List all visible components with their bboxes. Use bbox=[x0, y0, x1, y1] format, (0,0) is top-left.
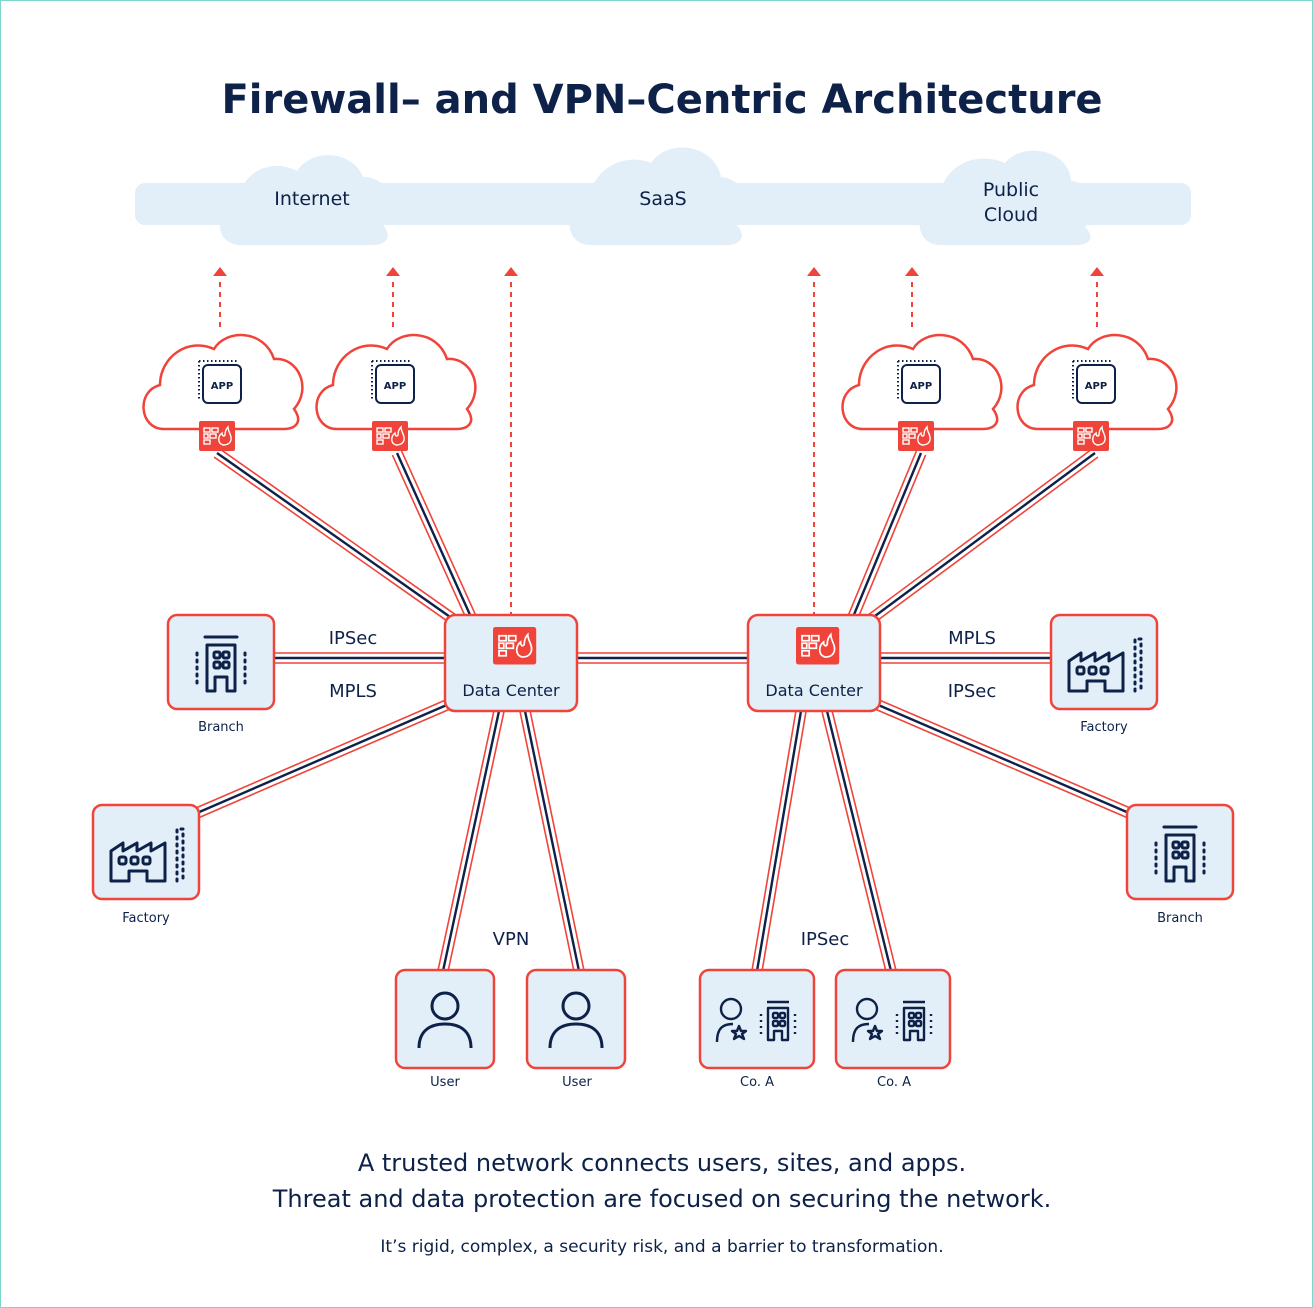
factory-left-label: Factory bbox=[122, 911, 170, 926]
link-dc-right-to-branch bbox=[873, 698, 1132, 819]
co-a-1-label: Co. A bbox=[740, 1075, 774, 1090]
app-cloud-3: APP bbox=[841, 333, 1003, 452]
link-label-left-mpls: MPLS bbox=[329, 681, 377, 702]
link-label-left-ipsec: IPSec bbox=[329, 628, 378, 649]
data-center-right-label: Data Center bbox=[765, 681, 863, 700]
network-links bbox=[194, 448, 1132, 973]
branch-left-label: Branch bbox=[198, 720, 244, 735]
firewall-icon bbox=[897, 420, 935, 452]
firewall-icon bbox=[198, 420, 236, 452]
link-dc-left-to-dc-right bbox=[577, 652, 748, 664]
data-center-left: Data Center bbox=[443, 613, 579, 713]
link-label-vpn: VPN bbox=[493, 929, 530, 950]
caption-subtext: It’s rigid, complex, a security risk, an… bbox=[380, 1237, 943, 1257]
caption-line-2: Threat and data protection are focused o… bbox=[272, 1185, 1051, 1213]
user-2-label: User bbox=[562, 1075, 592, 1090]
app-cloud-1: APP bbox=[142, 333, 304, 452]
caption-line-1: A trusted network connects users, sites,… bbox=[358, 1149, 966, 1177]
firewall-icon bbox=[492, 626, 538, 666]
link-dc-left-to-app-cloud-1 bbox=[213, 448, 457, 624]
link-label-bottom-ipsec: IPSec bbox=[801, 929, 850, 950]
link-label-right-mpls: MPLS bbox=[948, 628, 996, 649]
egress-arrow-head bbox=[807, 267, 821, 276]
factory-right-node: Factory bbox=[1049, 613, 1159, 735]
egress-arrow-head bbox=[386, 267, 400, 276]
app-cloud-4: APP bbox=[1016, 333, 1178, 452]
link-dc-left-to-branch bbox=[274, 652, 445, 664]
internet-egress-arrows bbox=[219, 279, 1098, 627]
egress-arrow-head bbox=[1090, 267, 1104, 276]
egress-arrow-head bbox=[905, 267, 919, 276]
link-dc-left-to-user-2 bbox=[519, 709, 585, 973]
saas-cloud bbox=[569, 147, 745, 245]
link-dc-right-to-factory bbox=[880, 652, 1051, 664]
link-dc-right-to-co-a-2 bbox=[821, 709, 897, 973]
firewall-icon bbox=[371, 420, 409, 452]
branch-right-node: Branch bbox=[1125, 803, 1235, 926]
branch-left-node: Branch bbox=[166, 613, 276, 735]
app-label: APP bbox=[1085, 381, 1107, 392]
co-a-1-node: Co. A bbox=[698, 968, 816, 1090]
firewall-icon bbox=[1072, 420, 1110, 452]
firewall-icon bbox=[795, 626, 841, 666]
branch-right-label: Branch bbox=[1157, 911, 1203, 926]
user-2-node: User bbox=[525, 968, 627, 1090]
public-cloud-label-line1: Public bbox=[983, 179, 1039, 201]
link-label-right-ipsec: IPSec bbox=[948, 681, 997, 702]
data-center-right: Data Center bbox=[746, 613, 882, 713]
co-a-2-node: Co. A bbox=[834, 968, 952, 1090]
link-dc-right-to-app-cloud-4 bbox=[867, 448, 1099, 624]
user-1-label: User bbox=[430, 1075, 460, 1090]
app-cloud-2: APP bbox=[315, 333, 477, 452]
app-label: APP bbox=[384, 381, 406, 392]
user-1-node: User bbox=[394, 968, 496, 1090]
link-dc-left-to-user-1 bbox=[437, 709, 505, 973]
app-label: APP bbox=[910, 381, 932, 392]
link-dc-right-to-co-a-1 bbox=[751, 710, 807, 972]
page-title: Firewall– and VPN–Centric Architecture bbox=[221, 77, 1102, 123]
internet-services-band bbox=[135, 147, 1191, 245]
public-cloud bbox=[919, 150, 1096, 245]
data-center-left-label: Data Center bbox=[462, 681, 560, 700]
egress-arrow-head bbox=[504, 267, 518, 276]
app-label: APP bbox=[211, 381, 233, 392]
saas-label: SaaS bbox=[639, 188, 686, 210]
egress-arrow-head bbox=[213, 267, 227, 276]
internet-cloud bbox=[219, 155, 391, 245]
co-a-2-label: Co. A bbox=[877, 1075, 911, 1090]
link-dc-right-to-app-cloud-3 bbox=[847, 450, 927, 620]
internet-label: Internet bbox=[274, 188, 349, 210]
factory-left-node: Factory bbox=[91, 803, 201, 926]
factory-right-label: Factory bbox=[1080, 720, 1128, 735]
link-dc-left-to-app-cloud-2 bbox=[391, 450, 477, 620]
link-dc-left-to-factory bbox=[194, 698, 452, 819]
public-cloud-label-line2: Cloud bbox=[984, 204, 1038, 226]
